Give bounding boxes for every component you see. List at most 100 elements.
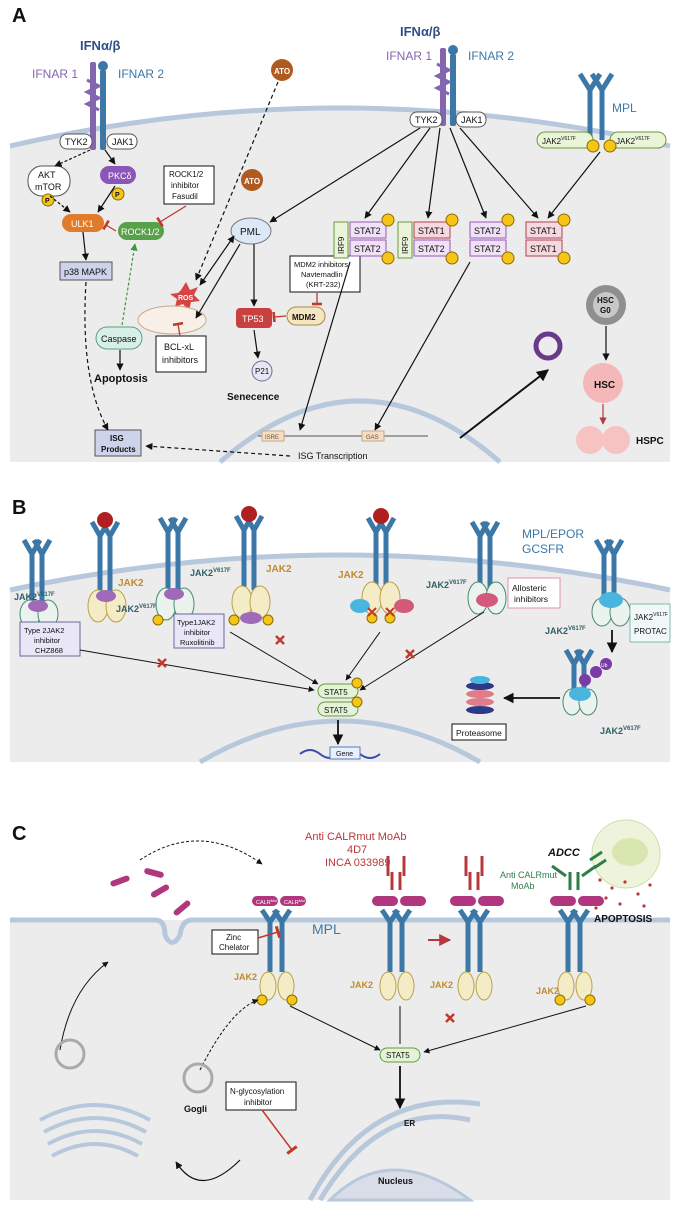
apoptosis-a-label: Apoptosis <box>94 373 148 385</box>
hsc-cell <box>583 363 623 403</box>
ifn-right-label: IFNα/β <box>400 24 441 39</box>
mitochondrion <box>137 305 207 335</box>
panel-b-nucleus-envelope <box>198 718 482 765</box>
jak2-v617f-b4: JAK2V617F <box>426 580 467 590</box>
jak2-v617f-b5: JAK2V617F <box>545 626 586 636</box>
mpl-epor-line1: MPL/EPOR <box>522 527 584 541</box>
anti-calr-title-2: 4D7 <box>347 844 367 856</box>
er-membrane <box>307 1099 481 1202</box>
stat5-b-top <box>317 683 359 699</box>
panel-b-arrows <box>79 611 618 746</box>
pml-label: PML <box>240 227 261 238</box>
nucleus <box>326 1168 475 1202</box>
p38-node <box>59 261 113 281</box>
proteasome-label: Proteasome <box>456 728 502 738</box>
type2-line2: inhibitor <box>34 636 61 645</box>
anti-calr-title-1: Anti CALRmut MoAb <box>305 831 406 843</box>
ifnar2-left-label: IFNAR 2 <box>118 67 164 81</box>
mpl-c-label: MPL <box>312 921 341 937</box>
rock-inhibitor-line1: ROCK1/2 <box>169 170 204 179</box>
gene-box <box>329 746 361 760</box>
nglyco-line1: N-glycosylation <box>230 1087 284 1096</box>
stat5-b-bottom <box>317 701 359 717</box>
stat1-label: STAT1 <box>418 226 445 236</box>
bclxl-line2: inhibitors <box>162 355 199 365</box>
mpl-receptor-a <box>577 72 615 140</box>
type1-line2: inhibitor <box>184 628 211 637</box>
jak2-v617f-b6: JAK2V617F <box>600 726 641 736</box>
er-label: ER <box>404 1119 415 1128</box>
ato-top <box>271 59 293 81</box>
ifnar-receptor-right <box>433 45 458 126</box>
panel-b-receptors <box>21 514 625 694</box>
panel-c-receptors <box>259 908 591 972</box>
jak2-v617f-left-a-label: JAK2V617F <box>542 136 576 146</box>
tyk2-left <box>59 133 93 150</box>
stat-dimer-stat1: STAT1 STAT1 <box>525 213 571 265</box>
panel-c-blocked-mark <box>445 1013 455 1023</box>
ifnar1-right-label: IFNAR 1 <box>386 49 432 63</box>
proteasome-box <box>451 723 507 741</box>
panel-c-membrane <box>10 917 670 945</box>
panel-a-nucleus-envelope <box>218 398 502 464</box>
tyk2-left-label: TYK2 <box>65 137 88 147</box>
panel-c-jak2 <box>259 971 593 1001</box>
nk-nucleus <box>612 838 648 866</box>
tp53-label: TP53 <box>242 314 264 324</box>
type1-inhibitor-box <box>173 613 225 649</box>
gene-label: Gene <box>336 751 353 758</box>
pml-node <box>230 217 272 245</box>
panel-a: A IFNα/β IFNAR 1 IFNAR 2 TYK2 JAK1 AKT m… <box>9 5 671 464</box>
panel-a-inhibitions <box>102 205 323 337</box>
zinc-inhibition <box>257 925 282 939</box>
mdm2-label: MDM2 <box>292 313 316 322</box>
protac-jak2: JAK2V617F <box>634 612 668 622</box>
isg-products-box <box>94 429 142 457</box>
stat-dimer-irf9-1: IRF9 STAT2 STAT2 <box>333 213 395 265</box>
jak2-b2: JAK2 <box>266 564 292 575</box>
rock-node <box>118 222 164 240</box>
isre-box <box>261 430 285 442</box>
ato-mid-label: ATO <box>244 177 260 186</box>
nglyco-inhibition <box>261 1109 298 1155</box>
hsc-g0-line1: HSC <box>597 296 614 305</box>
caspase-rock-arrow <box>121 243 138 326</box>
golgi-apparatus <box>39 1103 151 1158</box>
isre-label: ISRE <box>265 435 279 441</box>
mpl-epor-line2: GCSFR <box>522 542 564 556</box>
jak2-c4: JAK2 <box>536 986 559 996</box>
adcc-label: ADCC <box>547 847 581 859</box>
stat5-b-label: STAT5 <box>324 706 348 715</box>
rock-inhibitor-line3: Fasudil <box>172 192 198 201</box>
stat5-phospho-2 <box>351 696 363 708</box>
jak2-v617f-b2: JAK2V617F <box>116 604 157 614</box>
panel-b-blocked-marks <box>157 635 415 668</box>
stat2-label: STAT2 <box>354 226 381 236</box>
ifnar-receptor-left <box>83 61 108 150</box>
jak2-v617f-b1: JAK2V617F <box>14 592 55 602</box>
protac-label: PROTAC <box>634 627 667 636</box>
mdm2-node <box>286 306 326 326</box>
ifnar2-right-label: IFNAR 2 <box>468 49 514 63</box>
ulk1-label: ULK1 <box>71 219 94 229</box>
ato-top-label: ATO <box>274 67 290 76</box>
nucleus-label: Nucleus <box>378 1176 413 1186</box>
p38-label: p38 MAPK <box>64 267 107 277</box>
ulk1-node <box>62 214 104 232</box>
jak1-right <box>455 111 487 128</box>
mpl-phospho-2 <box>603 139 617 153</box>
allosteric-box <box>507 577 561 609</box>
stat2-label: STAT2 <box>418 244 445 254</box>
tp53-node <box>236 308 272 328</box>
calr-on-receptors <box>252 896 604 906</box>
pkc-label: PKCδ <box>108 171 132 181</box>
anti-calr-small-1: Anti CALRmut <box>500 870 558 880</box>
type2-line1: Type 2JAK2 <box>24 626 64 635</box>
irf9-label: IRF9 <box>401 236 410 254</box>
tyk2-right <box>409 111 443 128</box>
stat2-label: STAT2 <box>474 244 501 254</box>
panel-c: C Anti CALRmut MoAb 4D7 INCA 033989 ADCC… <box>10 819 670 1202</box>
bclxl-line1: BCL-xL <box>164 342 194 352</box>
type1-line1: Type1JAK2 <box>177 618 215 627</box>
hsc-g0-line2: G0 <box>600 306 611 315</box>
